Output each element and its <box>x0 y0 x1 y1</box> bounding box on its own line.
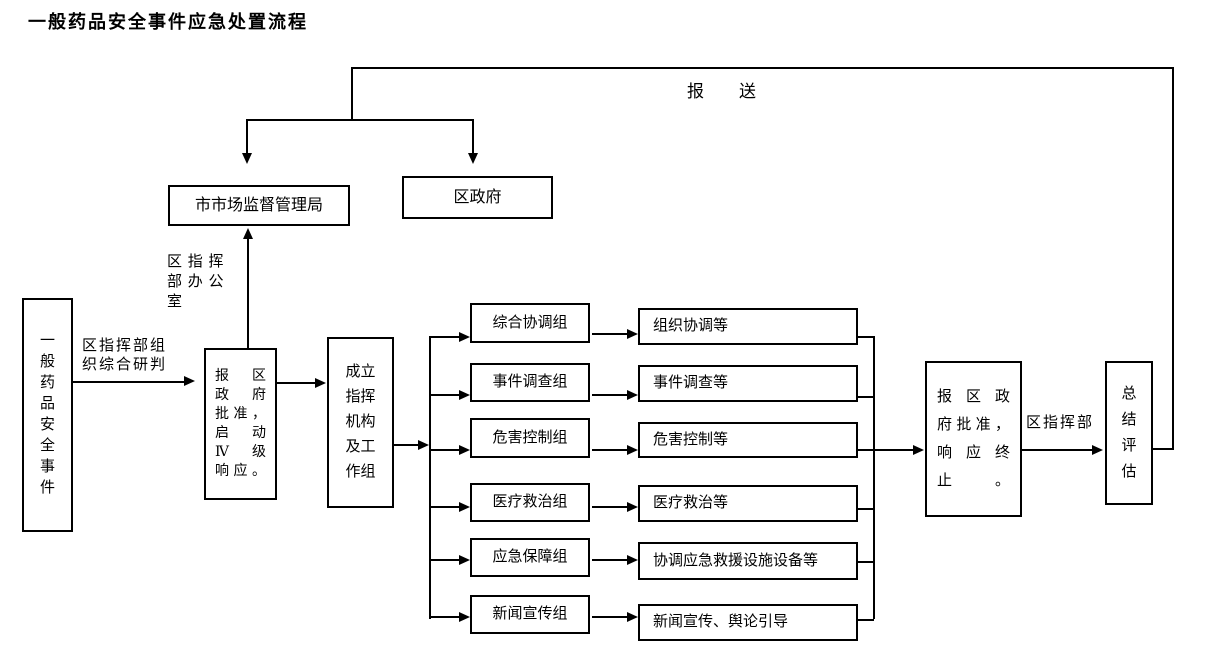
node-summary: 总结评估 <box>1105 361 1153 505</box>
row-arrow-6-line <box>592 616 627 618</box>
row-arrow-1-line <box>592 333 627 335</box>
node-group-5-label: 应急保障组 <box>492 549 568 566</box>
dist-arrow-4-line <box>431 506 459 508</box>
dist-arrow-4-head <box>459 502 470 512</box>
node-group-3: 危害控制组 <box>470 418 590 458</box>
collect-stub-3 <box>858 449 874 451</box>
arrow-to-city-bureau-head <box>242 153 252 164</box>
arrow-incident-line <box>73 381 185 383</box>
node-group-4: 医疗救治组 <box>470 483 590 522</box>
arrow-to-district-gov-line <box>472 119 474 154</box>
node-summary-label: 总结评估 <box>1121 386 1137 480</box>
arrow-to-district-gov-head <box>468 153 478 164</box>
row-arrow-2-line <box>592 394 627 396</box>
node-task-3: 危害控制等 <box>638 422 858 458</box>
node-task-2: 事件调查等 <box>638 365 858 402</box>
node-approve-end-label: 报 区 政 府批准， 响 应 终 止。 <box>937 389 1010 489</box>
page-title: 一般药品安全事件应急处置流程 <box>28 12 308 32</box>
dist-arrow-5-line <box>431 559 459 561</box>
node-approve-start-label: 报 区 政 府 批准， 启 动 Ⅳ 级 响应。 <box>215 369 266 479</box>
report-line-top <box>352 67 1174 69</box>
arrow-approve-setup-line <box>277 382 316 384</box>
row-arrow-3-head <box>627 445 638 455</box>
arrow-to-approve-end-head <box>913 445 924 455</box>
node-task-6: 新闻宣传、舆论引导 <box>638 604 858 641</box>
dist-arrow-6-line <box>431 616 459 618</box>
collect-stub-6 <box>858 619 874 621</box>
node-group-4-label: 医疗救治组 <box>492 494 568 511</box>
arrow-approve-setup-head <box>315 378 326 388</box>
dist-arrow-2-head <box>459 390 470 400</box>
distribution-line <box>429 336 431 619</box>
arrow-to-summary-head <box>1092 445 1103 455</box>
node-setup-org: 成立 指挥 机构 及工 作组 <box>327 337 394 508</box>
row-arrow-2-head <box>627 390 638 400</box>
arrow-to-approve-end-line <box>874 449 914 451</box>
node-group-2-label: 事件调查组 <box>492 374 568 391</box>
arrow-to-summary-line <box>1022 449 1093 451</box>
collection-line <box>873 336 875 619</box>
report-drop-line <box>351 67 353 120</box>
row-arrow-4-line <box>592 506 627 508</box>
arrow-up-to-bureau-head <box>243 228 253 239</box>
dist-arrow-6-head <box>459 612 470 622</box>
row-arrow-6-head <box>627 612 638 622</box>
dist-arrow-5-head <box>459 555 470 565</box>
dist-arrow-1-line <box>431 336 459 338</box>
arrow-setup-dist-line <box>394 444 419 446</box>
dist-arrow-3-head <box>459 445 470 455</box>
node-task-1-label: 组织协调等 <box>653 318 729 335</box>
node-task-5-label: 协调应急救援设施设备等 <box>653 552 819 569</box>
collect-stub-1 <box>858 336 874 338</box>
node-group-3-label: 危害控制组 <box>492 429 568 446</box>
collect-stub-2 <box>858 396 874 398</box>
node-group-1: 综合协调组 <box>470 303 590 343</box>
district-office-label: 区 指 挥 部 办 公 室 <box>167 254 225 310</box>
arrow-up-to-bureau-line <box>247 239 249 348</box>
node-task-6-label: 新闻宣传、舆论引导 <box>653 614 789 631</box>
report-line-right <box>1172 67 1174 449</box>
row-arrow-3-line <box>592 449 627 451</box>
row-arrow-4-head <box>627 502 638 512</box>
node-task-5: 协调应急救援设施设备等 <box>638 542 858 580</box>
row-arrow-5-head <box>627 555 638 565</box>
dist-arrow-2-line <box>431 394 459 396</box>
row-arrow-5-line <box>592 559 627 561</box>
collect-stub-5 <box>858 561 874 563</box>
collect-stub-4 <box>858 508 874 510</box>
dist-arrow-1-head <box>459 332 470 342</box>
arrow-setup-dist-head <box>418 440 429 450</box>
node-incident: 一般药品安全事件 <box>22 298 73 532</box>
report-branch-line <box>247 119 474 121</box>
node-approve-end: 报 区 政 府批准， 响 应 终 止。 <box>925 361 1022 517</box>
node-setup-org-label: 成立 指挥 机构 及工 作组 <box>345 364 376 480</box>
node-city-market-bureau: 市市场监督管理局 <box>168 185 350 226</box>
node-district-government-label: 区政府 <box>453 188 502 206</box>
node-task-2-label: 事件调查等 <box>653 375 729 392</box>
node-incident-label: 一般药品安全事件 <box>39 333 55 496</box>
node-district-government: 区政府 <box>402 176 553 219</box>
node-task-4-label: 医疗救治等 <box>653 495 729 512</box>
node-task-3-label: 危害控制等 <box>653 431 729 448</box>
cmd-label: 区指挥部 <box>1026 415 1095 431</box>
node-group-6: 新闻宣传组 <box>470 595 590 634</box>
node-group-6-label: 新闻宣传组 <box>492 606 568 623</box>
node-task-4: 医疗救治等 <box>638 485 858 522</box>
report-label: 报 送 <box>687 82 765 101</box>
row-arrow-1-head <box>627 329 638 339</box>
node-group-2: 事件调查组 <box>470 363 590 402</box>
arrow-to-city-bureau-line <box>246 119 248 154</box>
node-group-5: 应急保障组 <box>470 538 590 577</box>
node-city-market-bureau-label: 市市场监督管理局 <box>194 196 323 214</box>
node-task-1: 组织协调等 <box>638 308 858 345</box>
dist-arrow-3-line <box>431 449 459 451</box>
arrow-incident-head <box>184 376 195 386</box>
node-group-1-label: 综合协调组 <box>492 314 568 331</box>
research-label: 区指挥部组 织综合研判 <box>82 338 168 373</box>
summary-out-stub <box>1153 448 1174 450</box>
node-approve-start: 报 区 政 府 批准， 启 动 Ⅳ 级 响应。 <box>204 348 277 500</box>
